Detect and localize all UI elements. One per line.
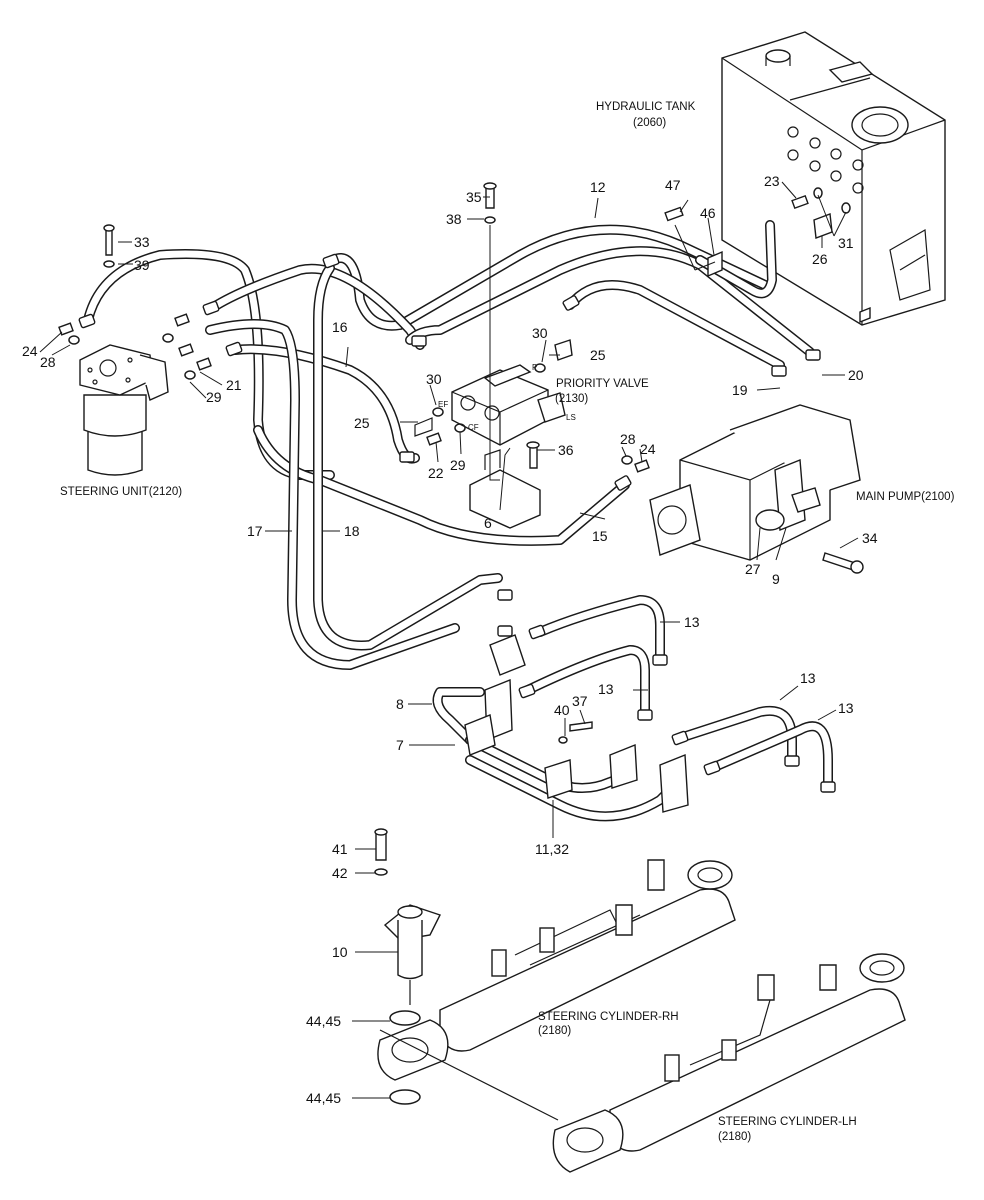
callout-23: 23 (764, 173, 780, 189)
steering-cylinder-lh-label: STEERING CYLINDER-LH (718, 1116, 857, 1128)
steering-cylinder-rh (377, 859, 736, 1081)
manifold-blocks (464, 634, 689, 813)
king-pin (374, 828, 441, 1105)
callout-16: 16 (332, 319, 348, 335)
callout-29a: 29 (206, 389, 222, 405)
hydraulic-tank (721, 31, 946, 326)
callout-47: 47 (665, 177, 681, 193)
callout-30a: 30 (426, 371, 442, 387)
port-ef-label: EF (438, 400, 448, 409)
callout-11-32: 11,32 (535, 841, 569, 857)
port-ls-label: LS (566, 413, 576, 422)
callout-12: 12 (590, 179, 606, 195)
callout-41: 41 (332, 841, 348, 857)
callout-29b: 29 (450, 457, 466, 473)
callout-26: 26 (812, 251, 828, 267)
callout-25b: 25 (590, 347, 606, 363)
callout-7: 7 (396, 737, 404, 753)
steering-cylinder-rh-code: (2180) (538, 1025, 571, 1037)
callout-10: 10 (332, 944, 348, 960)
main-pump (649, 404, 861, 561)
callout-38: 38 (446, 211, 462, 227)
callout-40: 40 (554, 702, 570, 718)
callout-39: 39 (134, 257, 150, 273)
port-cf-label: CF (468, 423, 479, 432)
main-pump-label: MAIN PUMP(2100) (856, 491, 955, 503)
callout-18: 18 (344, 523, 360, 539)
callout-9: 9 (772, 571, 780, 587)
callout-25a: 25 (354, 415, 370, 431)
callout-15: 15 (592, 528, 608, 544)
callout-34: 34 (862, 530, 878, 546)
callout-24a: 24 (22, 343, 38, 359)
callout-44-45a: 44,45 (306, 1013, 341, 1029)
hydraulic-tank-code: (2060) (633, 117, 666, 129)
callout-13a: 13 (684, 614, 700, 630)
steering-cylinder-lh-code: (2180) (718, 1131, 751, 1143)
callout-13b: 13 (598, 681, 614, 697)
callout-31: 31 (838, 235, 854, 251)
bracket (469, 469, 541, 529)
callout-37: 37 (572, 693, 588, 709)
hydraulic-tank-label: HYDRAULIC TANK (596, 101, 696, 113)
leader-lines (39, 181, 859, 1099)
callout-6: 6 (484, 515, 492, 531)
steering-unit-label: STEERING UNIT(2120) (60, 486, 182, 498)
callout-33: 33 (134, 234, 150, 250)
callout-28b: 28 (620, 431, 636, 447)
small-parts (58, 182, 864, 744)
callout-27: 27 (745, 561, 761, 577)
priority-valve-code: (2130) (555, 393, 588, 405)
callout-13d: 13 (838, 700, 854, 716)
callout-44-45b: 44,45 (306, 1090, 341, 1106)
callout-19: 19 (732, 382, 748, 398)
callout-22: 22 (428, 465, 444, 481)
steering-unit (79, 344, 169, 476)
steering-cylinder-lh (552, 953, 906, 1173)
callout-35: 35 (466, 189, 482, 205)
steering-cylinder-rh-label: STEERING CYLINDER-RH (538, 1011, 679, 1023)
callout-46: 46 (700, 205, 716, 221)
callout-13c: 13 (800, 670, 816, 686)
callout-8: 8 (396, 696, 404, 712)
priority-valve-label: PRIORITY VALVE (556, 378, 649, 390)
callout-17: 17 (247, 523, 263, 539)
callout-36: 36 (558, 442, 574, 458)
callout-42: 42 (332, 865, 348, 881)
callouts: 35 38 33 39 12 47 46 23 31 26 20 19 34 2… (22, 173, 878, 1106)
hose-fittings (78, 253, 836, 793)
callout-20: 20 (848, 367, 864, 383)
priority-valve (414, 364, 566, 446)
callout-24b: 24 (640, 441, 656, 457)
callout-21: 21 (226, 377, 242, 393)
callout-28a: 28 (40, 354, 56, 370)
callout-30b: 30 (532, 325, 548, 341)
